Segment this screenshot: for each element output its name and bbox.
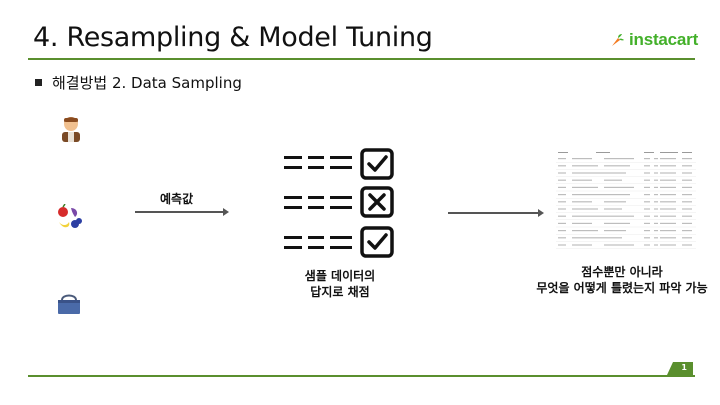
- data-table-thumbnail: [556, 152, 696, 249]
- logo-text: instacart: [629, 30, 699, 49]
- fruits-icon: [58, 204, 82, 228]
- page-number-badge: [667, 362, 693, 375]
- subtitle-text: 해결방법 2. Data Sampling: [52, 74, 242, 92]
- page-number-wrap: 1: [667, 362, 693, 375]
- footer-divider: [28, 375, 695, 377]
- checklist-caption-line2: 답지로 채점: [310, 285, 370, 299]
- checklist-icon: [284, 148, 394, 258]
- page-number: 1: [681, 363, 687, 372]
- result-caption-line2: 무엇을 어떻게 틀렸는지 파악 가능: [536, 281, 708, 295]
- basket-icon: [58, 294, 80, 314]
- header-divider: [28, 58, 695, 60]
- arrow-to-results: [448, 209, 544, 217]
- result-caption-line1: 점수뿐만 아니라: [581, 265, 663, 279]
- bullet-square: [35, 79, 42, 86]
- page-title: 4. Resampling & Model Tuning: [33, 22, 433, 53]
- carrot-icon: [612, 34, 624, 46]
- section-subtitle: 해결방법 2. Data Sampling: [35, 72, 242, 93]
- checklist-caption: 샘플 데이터의 답지로 채점: [280, 268, 400, 300]
- checklist-caption-line1: 샘플 데이터의: [304, 269, 376, 283]
- prediction-label: 예측값: [160, 192, 194, 206]
- arrow-to-checklist: [135, 208, 229, 216]
- result-caption: 점수뿐만 아니라 무엇을 어떻게 틀렸는지 파악 가능: [526, 264, 718, 296]
- user-avatar-icon: [62, 117, 80, 142]
- instacart-logo: instacart: [609, 30, 698, 50]
